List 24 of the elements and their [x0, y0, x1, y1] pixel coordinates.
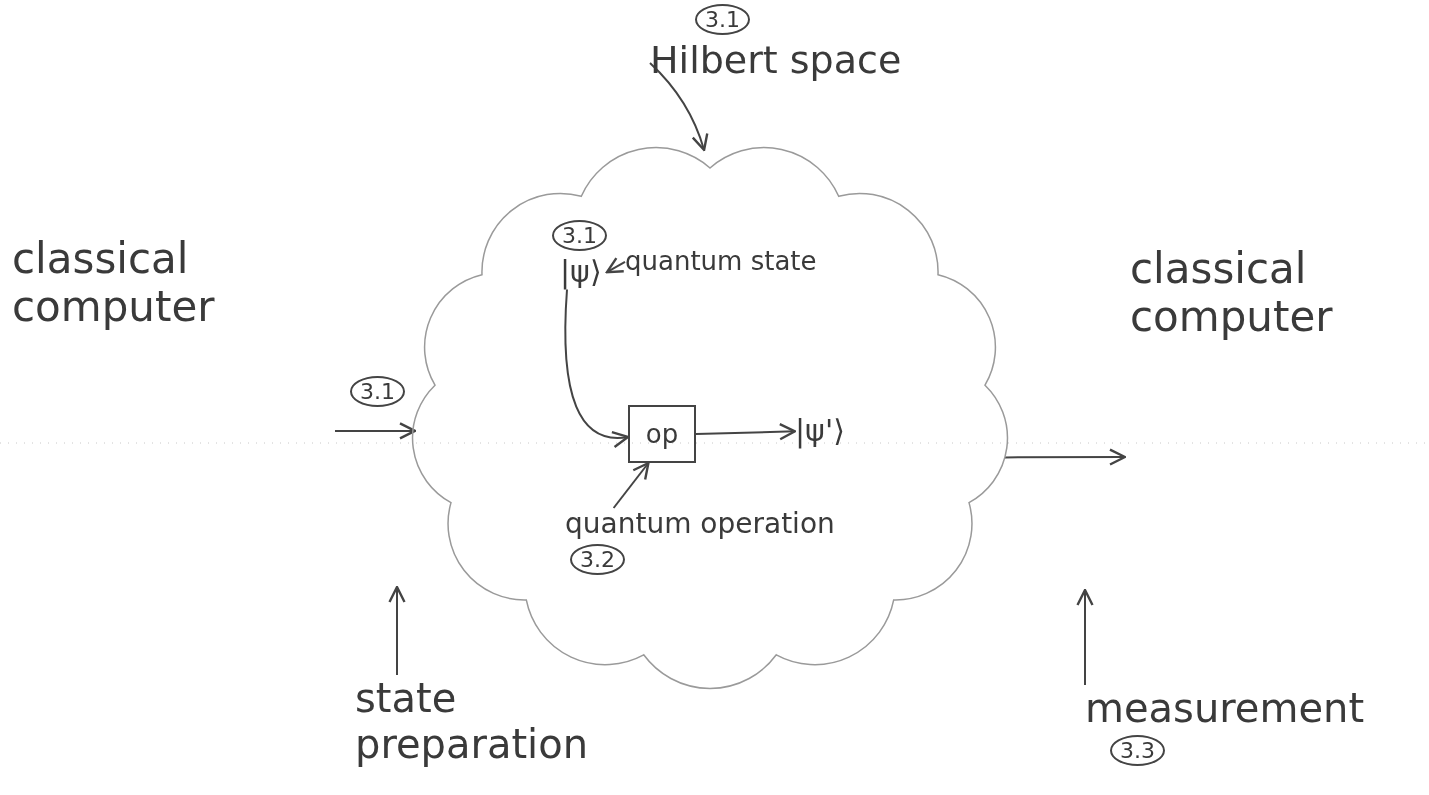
arrow	[649, 62, 709, 152]
arrow	[612, 461, 650, 509]
text-label: state preparation	[355, 675, 590, 767]
callout-number: 3.1	[695, 4, 750, 35]
text-label: classical computer	[12, 235, 216, 332]
text-label: |ψ'⟩	[795, 414, 845, 449]
arrow	[1004, 448, 1127, 466]
text-label: Hilbert space	[650, 39, 902, 83]
text-label: measurement	[1085, 685, 1365, 731]
edge-label: 3.1	[350, 376, 405, 407]
callout-number: 3.3	[1110, 735, 1165, 766]
text-label: classical computer	[1130, 245, 1334, 342]
arrow	[605, 257, 626, 274]
text-label: quantum operation	[565, 508, 835, 541]
text-label: |ψ⟩	[560, 255, 602, 290]
callout-number: 3.2	[570, 544, 625, 576]
arrow	[1076, 588, 1094, 686]
text-label: quantum state	[625, 247, 817, 277]
arrow	[564, 288, 630, 447]
arrow	[388, 585, 406, 676]
arrow	[334, 422, 417, 440]
callout-number: 3.1	[552, 220, 607, 251]
operation-box: op	[628, 405, 696, 463]
arrow	[695, 423, 797, 441]
